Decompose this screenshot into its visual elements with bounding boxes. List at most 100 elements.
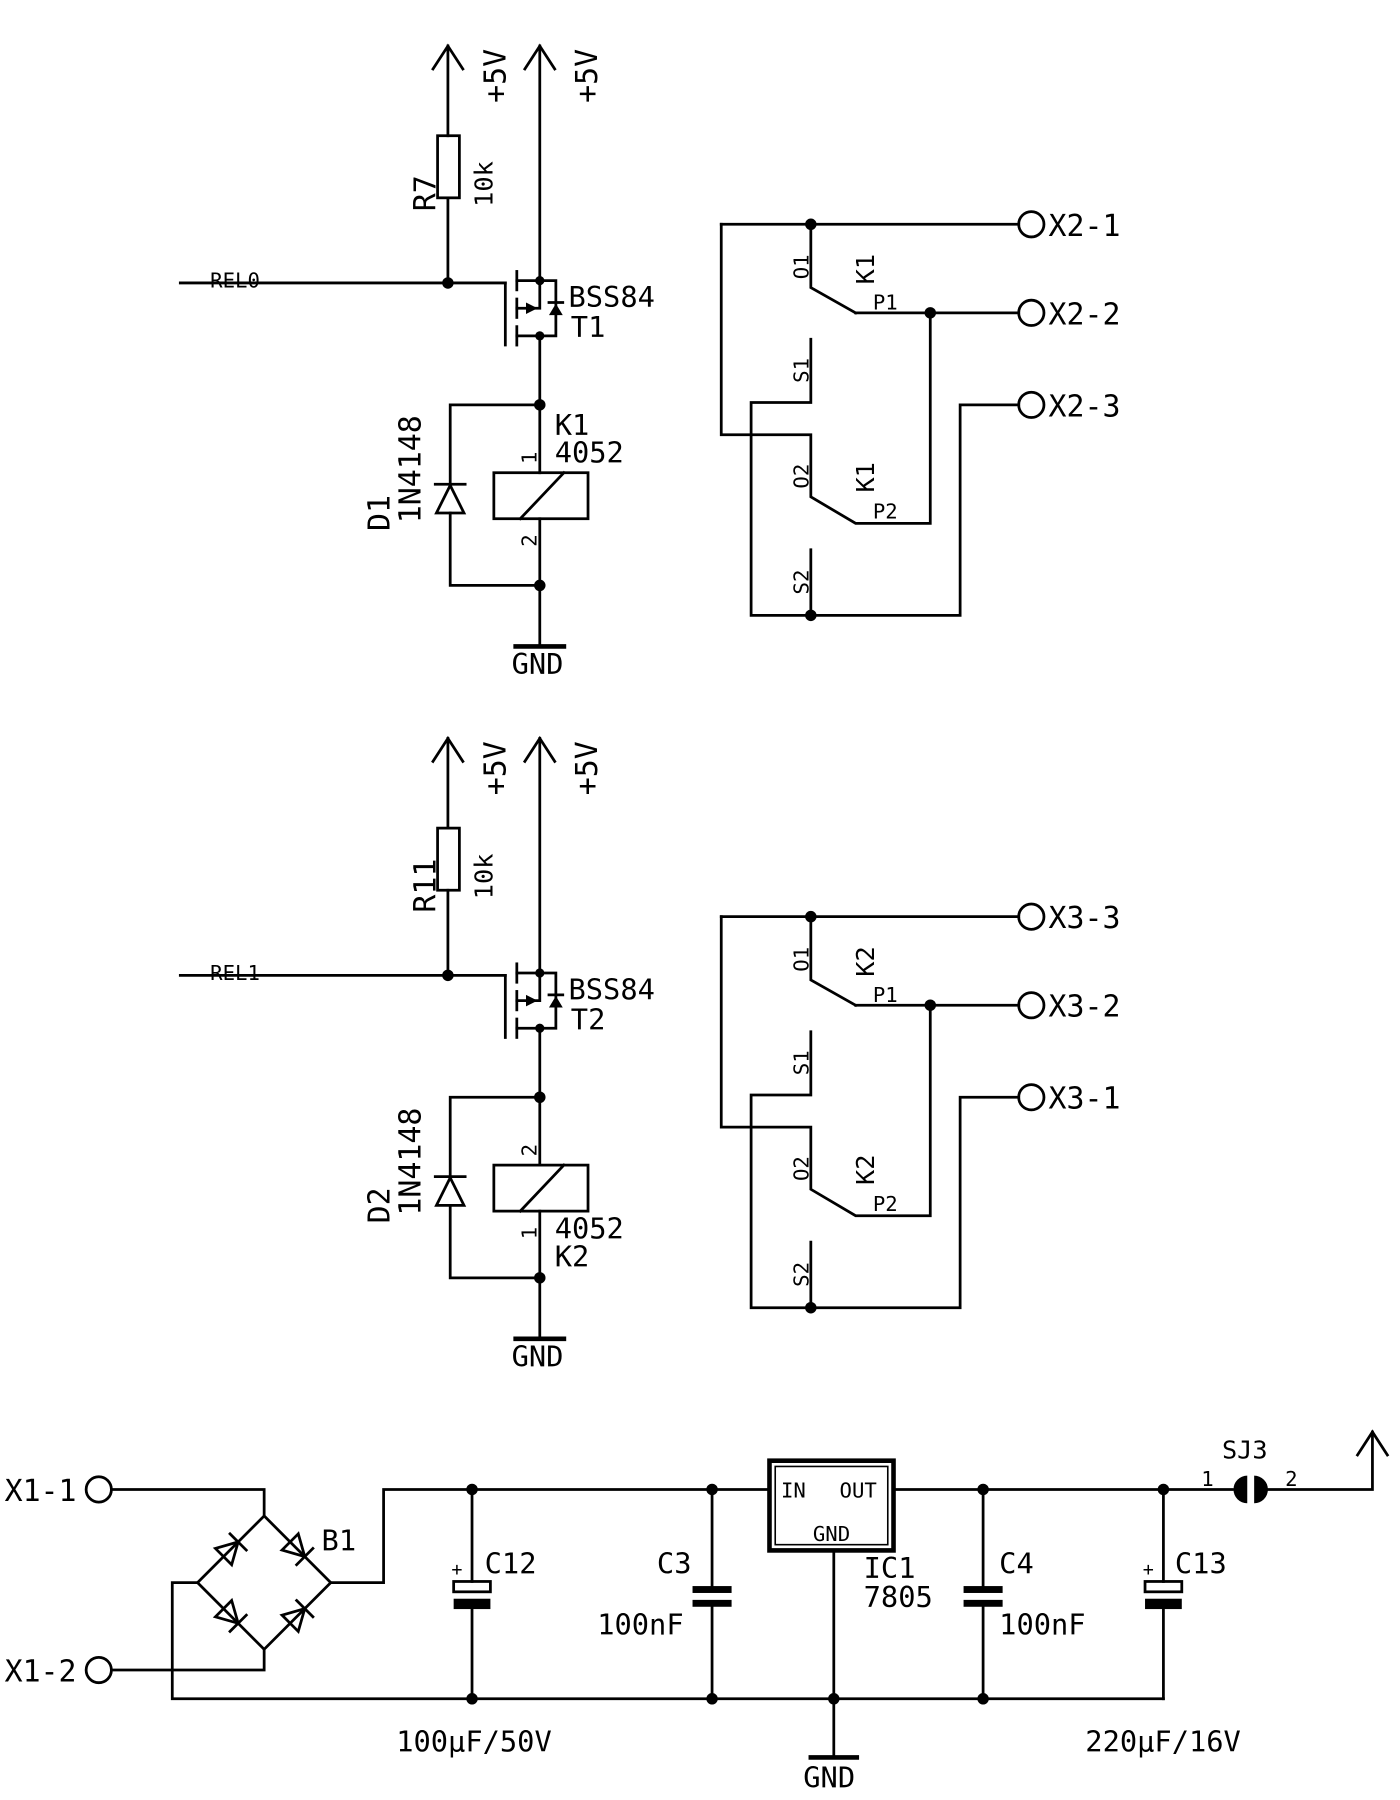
capacitor-c4 [963, 1483, 1003, 1705]
regulator-pin-out: OUT [840, 1478, 877, 1502]
solder-jumper [1233, 1429, 1390, 1504]
regulator-pin-gnd: GND [813, 1522, 850, 1546]
terminal-label: X2-3 [1049, 389, 1121, 424]
coil-type: 4052 [555, 435, 624, 469]
capacitor-plate [963, 1586, 1003, 1593]
junction-dot [977, 1693, 989, 1705]
arrow-up-icon [431, 43, 465, 71]
coil-pin-label: 2 [517, 1144, 541, 1156]
junction-dot [828, 1693, 840, 1705]
diode-triangle [212, 1597, 241, 1626]
junction-dot [466, 1483, 478, 1496]
terminal-label: X1-2 [5, 1655, 77, 1690]
diode-symbol [433, 1174, 467, 1207]
junction-dot [535, 276, 545, 286]
resistor-ref: R7 [408, 175, 443, 211]
wire [110, 1647, 266, 1672]
contact-relay-ref: K1 [851, 462, 880, 492]
arrow-up-icon [522, 43, 557, 71]
wire [448, 1203, 542, 1280]
diode-triangle [279, 1531, 307, 1559]
diode-symbol [433, 482, 467, 515]
supply-label: +5V [478, 49, 513, 103]
diode-bar [228, 1613, 249, 1634]
capacitor-plate [1143, 1580, 1184, 1594]
contact-label: S1 [790, 358, 814, 383]
contact-label: S1 [790, 1050, 814, 1075]
diode-type: 1N4148 [393, 1108, 428, 1216]
diode-icon [212, 1597, 249, 1634]
junction-dot [442, 969, 454, 982]
capacitor-ref: C4 [999, 1546, 1034, 1580]
terminal-pad [84, 1475, 113, 1504]
supply-label: +5V [478, 741, 513, 795]
supply-arrow-resistor [431, 43, 465, 138]
diode-icon [212, 1531, 249, 1568]
ground-label: GND [512, 1339, 564, 1373]
arrow-icon [526, 302, 538, 314]
terminal-pad [1017, 991, 1046, 1020]
capacitor-c3 [692, 1483, 732, 1705]
supply-arrow-transistor [522, 735, 557, 975]
contact-relay-ref: K1 [851, 254, 880, 284]
contact-armature [809, 222, 858, 315]
wire [448, 511, 542, 587]
relay-stage-1: +5V +5V R7 10k REL0 [178, 43, 1121, 681]
resistor-value: 10k [470, 854, 499, 900]
contact-label: O2 [790, 464, 814, 489]
terminal-pad [1017, 210, 1046, 239]
relay-contacts [719, 210, 1046, 622]
relay-coil [492, 1163, 590, 1214]
bridge-outline [195, 1513, 333, 1652]
ground-label: GND [512, 647, 564, 681]
diode-type: 1N4148 [393, 415, 428, 523]
coil-ref: K2 [555, 1239, 590, 1273]
regulator-pin-in: IN [781, 1478, 806, 1502]
terminal-pad [1017, 390, 1046, 419]
wire [448, 1095, 542, 1177]
diode-icon [548, 303, 563, 316]
wire [1266, 1430, 1374, 1491]
transistor-type: BSS84 [568, 972, 654, 1006]
capacitor-plate [692, 1586, 732, 1593]
junction-dot [977, 1483, 989, 1496]
terminal-label: X1-1 [5, 1474, 77, 1509]
terminal-label: X3-2 [1049, 990, 1121, 1025]
bridge-ref: B1 [322, 1523, 357, 1557]
diode-icon [279, 1531, 315, 1567]
diode-ref: D1 [362, 495, 397, 531]
relay-stage-2: +5V +5V R11 10k REL1 BSS84 T [178, 735, 1121, 1373]
signal-label: REL1 [210, 961, 260, 985]
body-lead [515, 279, 542, 310]
wire [719, 915, 932, 1218]
capacitor-c13 [1143, 1483, 1184, 1701]
mosfet-symbol [503, 270, 565, 347]
arrow-up-icon [522, 735, 557, 764]
contact-label: P1 [873, 290, 898, 314]
diode-triangle [279, 1606, 307, 1635]
supply-label: +5V [570, 49, 605, 103]
polarity-mark: + [1143, 1560, 1154, 1581]
jumper-pad [1254, 1475, 1268, 1504]
coil-pin-label: 1 [517, 452, 541, 464]
ground-rail [170, 1581, 1165, 1701]
diode-icon [434, 1174, 467, 1207]
capacitor-plate [453, 1598, 491, 1610]
junction-dot [442, 277, 454, 289]
capacitor-plate [963, 1599, 1003, 1607]
junction-dot [706, 1693, 718, 1705]
supply-arrow-transistor [522, 43, 557, 283]
junction-dot [706, 1483, 718, 1496]
capacitor-c12 [452, 1483, 492, 1705]
terminal-pad [84, 1656, 113, 1685]
contact-armature [809, 915, 858, 1008]
wire [110, 1488, 266, 1518]
coil-pin-label: 1 [517, 1227, 541, 1239]
body-lead [515, 971, 542, 1003]
supply-label: +5V [570, 741, 605, 795]
capacitor-value: 100nF [597, 1607, 683, 1641]
capacitor-ref: C3 [657, 1546, 692, 1580]
jumper-pad [1233, 1475, 1248, 1504]
diode-icon [548, 996, 563, 1008]
